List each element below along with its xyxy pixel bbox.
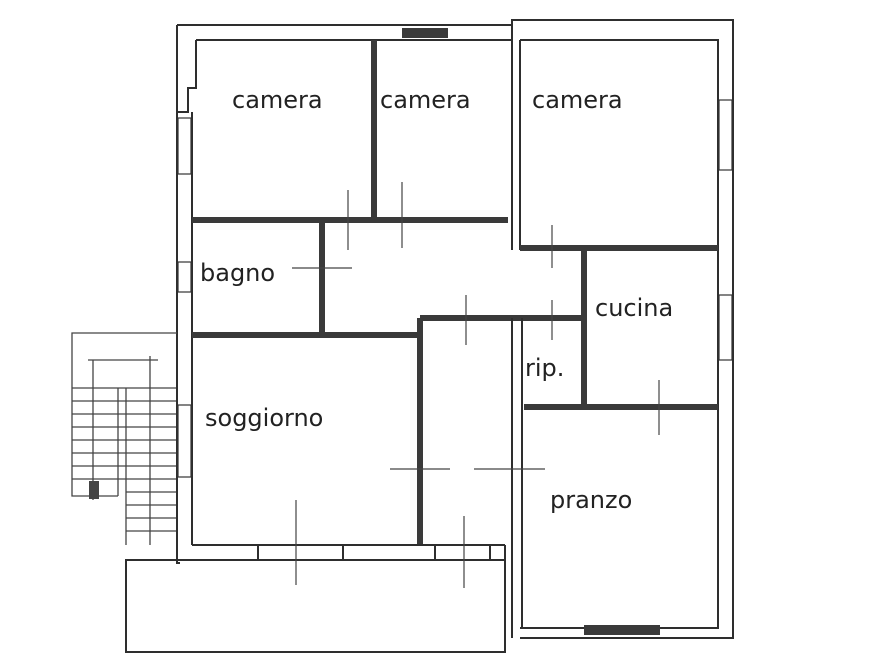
staircase bbox=[71, 332, 177, 545]
room-label-cucina: cucina bbox=[595, 294, 673, 322]
room-labels: camera camera camera bagno cucina rip. s… bbox=[200, 86, 673, 514]
room-label-pranzo: pranzo bbox=[550, 486, 632, 514]
room-label-camera-1: camera bbox=[232, 86, 323, 114]
room-label-camera-2: camera bbox=[380, 86, 471, 114]
windows bbox=[177, 99, 733, 635]
room-label-ripostiglio: rip. bbox=[525, 354, 564, 382]
window-top bbox=[402, 28, 448, 38]
door-markers bbox=[292, 182, 660, 588]
balcony bbox=[125, 559, 506, 653]
room-label-camera-3: camera bbox=[532, 86, 623, 114]
interior-walls bbox=[192, 40, 718, 545]
corridor-walls bbox=[176, 318, 523, 638]
room-label-bagno: bagno bbox=[200, 259, 275, 287]
room-label-soggiorno: soggiorno bbox=[205, 404, 323, 432]
